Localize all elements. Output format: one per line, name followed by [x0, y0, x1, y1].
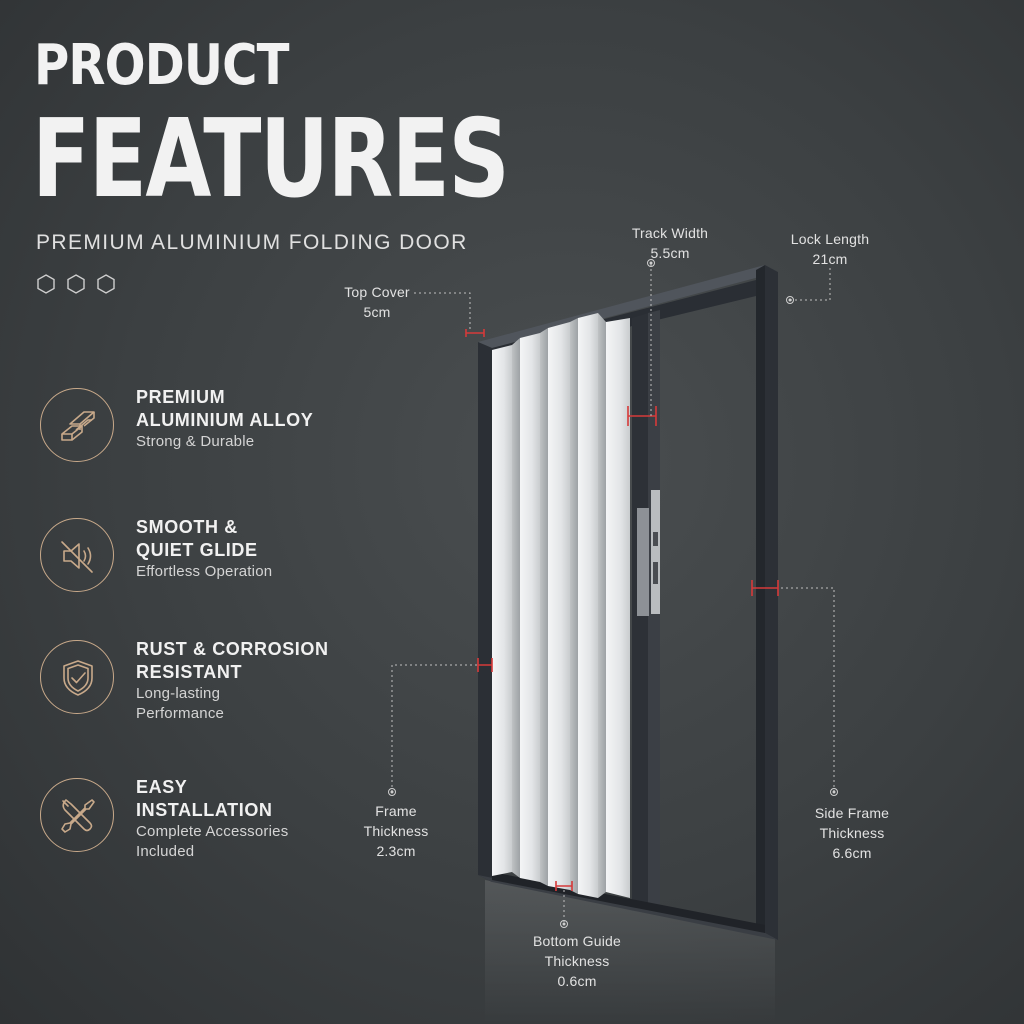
callout-track-width: Track Width 5.5cm — [620, 223, 720, 263]
callout-label: Thickness — [544, 953, 610, 969]
feature-title: PREMIUM — [136, 387, 226, 407]
measurement-markers — [465, 329, 779, 891]
feature-icon-circle — [40, 778, 114, 852]
callout-value: 6.6cm — [832, 845, 872, 861]
hexagon-decoration — [36, 274, 116, 294]
callout-label: Side Frame — [814, 805, 890, 821]
feature-title: RUST & CORROSION — [136, 639, 329, 659]
feature-title: ALUMINIUM ALLOY — [136, 410, 314, 430]
feature-icon-circle — [40, 640, 114, 714]
callout-label: Thickness — [819, 825, 885, 841]
folding-panels — [492, 313, 630, 898]
feature-title: EASY — [136, 777, 188, 797]
callout-value: 5.5cm — [650, 245, 690, 261]
callout-label: Thickness — [363, 823, 429, 839]
floor-reflection — [485, 880, 775, 1024]
feature-description: Performance — [136, 705, 225, 722]
feature-icon-circle — [40, 518, 114, 592]
feature-icon-circle — [40, 388, 114, 462]
callout-label: Top Cover — [344, 284, 410, 300]
callout-top-cover: Top Cover 5cm — [336, 282, 418, 322]
feature-description: Strong & Durable — [136, 433, 255, 450]
callout-frame-thickness: Frame Thickness 2.3cm — [346, 801, 446, 861]
feature-title: QUIET GLIDE — [136, 540, 258, 560]
callout-label: Frame — [375, 803, 417, 819]
title-product: PRODUCT — [34, 33, 289, 98]
feature-title: INSTALLATION — [136, 800, 273, 820]
feature-description: Included — [136, 843, 195, 860]
door-lock — [637, 490, 660, 616]
callout-side-frame: Side Frame Thickness 6.6cm — [798, 803, 906, 863]
hexagon-icon — [37, 274, 55, 294]
feature-title: RESISTANT — [136, 662, 243, 682]
callout-lock-length: Lock Length 21cm — [780, 229, 880, 269]
callout-value: 0.6cm — [557, 973, 597, 989]
callout-leaders — [391, 264, 835, 922]
feature-description: Effortless Operation — [136, 563, 273, 580]
callout-label: Bottom Guide — [533, 933, 621, 949]
shield-check-icon — [63, 660, 93, 696]
feature-title: SMOOTH & — [136, 517, 238, 537]
subtitle: PREMIUM ALUMINIUM FOLDING DOOR — [36, 231, 468, 254]
callout-label: Lock Length — [790, 231, 870, 247]
callout-dots — [388, 259, 838, 928]
wrench-screwdriver-icon — [61, 799, 95, 833]
muted-speaker-icon — [61, 541, 93, 573]
hexagon-icon — [67, 274, 85, 294]
aluminium-bars-icon — [61, 411, 95, 441]
callout-bottom-guide: Bottom Guide Thickness 0.6cm — [516, 931, 638, 991]
callout-label: Track Width — [631, 225, 709, 241]
feature-description: Complete Accessories — [136, 823, 289, 840]
feature-description: Long-lasting — [136, 685, 221, 702]
title-features: FEATURES — [32, 97, 510, 222]
hexagon-icon — [97, 274, 115, 294]
callout-value: 5cm — [363, 304, 391, 320]
callout-value: 21cm — [812, 251, 848, 267]
callout-value: 2.3cm — [376, 843, 416, 859]
